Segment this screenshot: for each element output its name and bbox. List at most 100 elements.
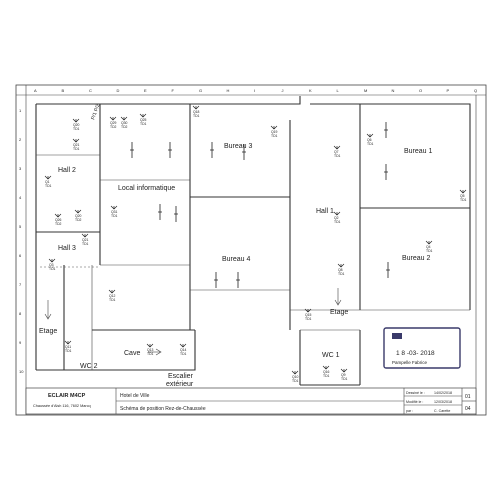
grid-row-label: 1 xyxy=(19,108,22,113)
light-fixture-icon xyxy=(340,368,348,373)
wall-lamp-icon xyxy=(168,142,172,158)
light-fixture-icon xyxy=(192,105,200,110)
device-panel: TD1 xyxy=(140,122,147,126)
device-panel: TD1 xyxy=(45,184,52,188)
light-fixture-icon xyxy=(72,118,80,123)
stamp-date: 1 8 -03- 2018 xyxy=(396,350,435,357)
grid-row-label: 8 xyxy=(19,311,22,316)
light-fixture-icon xyxy=(270,125,278,130)
light-fixture-icon xyxy=(120,116,128,121)
device-code: Q21 xyxy=(73,143,80,147)
wall-lamp-icon xyxy=(236,272,240,288)
wall-lamp-icon xyxy=(158,204,162,220)
title-drawing: Schéma de position Rez-de-Chaussée xyxy=(120,406,206,412)
light-fixture-icon xyxy=(146,343,154,348)
device-code: Q31 xyxy=(111,210,118,214)
wall-top xyxy=(36,96,301,105)
device-code: Q12 xyxy=(109,294,116,298)
device-code: Q30 xyxy=(121,121,128,125)
wall-lamp-icon xyxy=(242,144,246,160)
room-label-bureau4: Bureau 4 xyxy=(222,256,251,263)
grid-column-label: A xyxy=(34,88,37,93)
room-label-hall1: Hall 1 xyxy=(316,208,334,215)
room-label-escalier: Escalier xyxy=(168,373,194,380)
device-panel: TD1 xyxy=(73,147,80,151)
device-panel: TD1 xyxy=(367,142,374,146)
wall-lamp-icon xyxy=(384,164,388,180)
device-code: Q10 xyxy=(292,375,299,379)
device-panel: TD1 xyxy=(305,317,312,321)
grid-column-label: E xyxy=(144,88,147,93)
light-fixture-icon xyxy=(459,189,467,194)
device-panel: TD2 xyxy=(121,125,128,129)
device-panel: TD1 xyxy=(271,134,278,138)
light-fixture-icon xyxy=(333,145,341,150)
light-fixture-icon xyxy=(425,240,433,245)
device-code: Q18 xyxy=(193,110,200,114)
wall-lamp-icon xyxy=(386,262,390,278)
device-code: Q7 xyxy=(334,150,339,154)
room-label-hall2: Hall 2 xyxy=(58,167,76,174)
device-panel: TD1 xyxy=(82,242,89,246)
grid-column-label: M xyxy=(364,88,367,93)
room-label-local-informatique: Local informatique xyxy=(118,185,175,192)
grid-row-label: 3 xyxy=(19,166,22,171)
device-panel: TD1 xyxy=(341,377,348,381)
device-code: Q11 xyxy=(65,345,71,349)
grid-column-label: I xyxy=(254,88,255,93)
grid-row-label: 7 xyxy=(19,282,22,287)
room-label-hall3: Hall 3 xyxy=(58,245,76,252)
drawing-frame xyxy=(15,84,487,416)
device-panel: TD1 xyxy=(426,249,433,253)
light-fixture-icon xyxy=(322,365,330,370)
grid-row-label: 5 xyxy=(19,224,22,229)
device-panel: TD1 xyxy=(460,198,467,202)
light-fixture-icon xyxy=(333,211,341,216)
grid-column-label: C xyxy=(89,88,92,93)
device-panel: TD1 xyxy=(193,114,200,118)
light-fixture-icon xyxy=(108,289,116,294)
stamp-caption: Pampelle Fabrice xyxy=(392,360,428,365)
device-code: Q2 xyxy=(334,216,339,220)
device-layer: Q20TD1Q21TD1Q29TD2Q30TD2Q25TD1Q18TD1Q19T… xyxy=(44,105,467,383)
device-panel: TD2 xyxy=(75,218,82,222)
wall-lamp-icon xyxy=(214,272,218,288)
device-code: Q19 xyxy=(271,130,278,134)
grid-column-label: H xyxy=(227,88,230,93)
device-code: Q1 xyxy=(45,180,50,184)
room-label-bureau2: Bureau 2 xyxy=(402,255,431,262)
wall-lamp-icon xyxy=(210,142,214,158)
light-fixture-icon xyxy=(54,213,62,218)
device-code: Q6 xyxy=(367,138,372,142)
room-label-wc1: WC 1 xyxy=(322,352,340,359)
room-label-bureau3: Bureau 3 xyxy=(224,143,253,150)
title-project: Hotel de Ville xyxy=(120,393,150,399)
light-fixture-icon xyxy=(337,263,345,268)
light-fixture-icon xyxy=(109,116,117,121)
grid-column-label: P xyxy=(447,88,450,93)
title-modified-label: Modifié le : xyxy=(406,400,423,404)
grid-column-label: Q xyxy=(474,88,477,93)
device-panel: TD1 xyxy=(109,298,116,302)
title-designed-value: 14/02/2018 xyxy=(434,391,452,395)
grid-row-label: 10 xyxy=(19,369,24,374)
device-panel: TD1 xyxy=(49,267,56,271)
title-company: ECLAIR M4CP xyxy=(48,393,86,399)
grid-column-label: O xyxy=(419,88,422,93)
handwritten-note: P/1 P/2 xyxy=(90,103,101,121)
